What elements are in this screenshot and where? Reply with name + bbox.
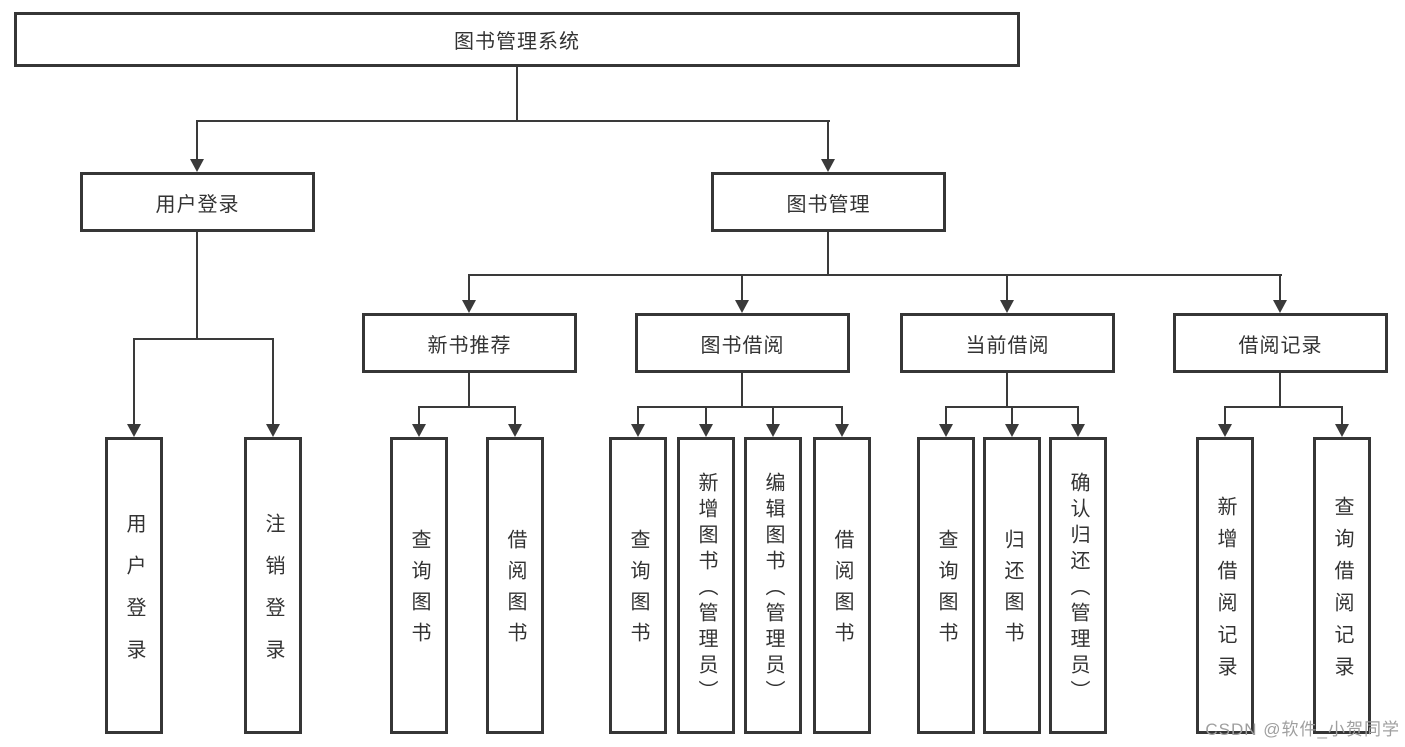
arrow-head-icon (1000, 300, 1014, 313)
leaf-return-book: 归还图书 (983, 437, 1041, 734)
connector-line (1006, 274, 1008, 302)
node-root-label: 图书管理系统 (454, 31, 580, 53)
arrow-head-icon (127, 424, 141, 437)
leaf-query-books-current: 查询图书 (917, 437, 975, 734)
leaf-borrow-books-recommend: 借阅图书 (486, 437, 544, 734)
connector-line (133, 338, 274, 340)
connector-line (196, 120, 198, 160)
connector-line (272, 338, 274, 426)
connector-line (841, 406, 843, 425)
node-current-borrowing: 当前借阅 (900, 313, 1115, 373)
arrow-head-icon (1218, 424, 1232, 437)
csdn-watermark: CSDN @软件_小贺同学 (1205, 720, 1400, 739)
connector-line (1011, 406, 1013, 425)
connector-line (741, 274, 743, 302)
connector-line (196, 232, 198, 338)
node-book-borrowing: 图书借阅 (635, 313, 850, 373)
connector-line (637, 406, 843, 408)
connector-line (1077, 406, 1079, 425)
connector-line (133, 338, 135, 426)
arrow-head-icon (1005, 424, 1019, 437)
leaf-label: 借阅图书 (504, 529, 526, 653)
arrow-head-icon (508, 424, 522, 437)
connector-line (741, 373, 743, 406)
node-label: 当前借阅 (965, 334, 1050, 357)
leaf-label: 查询借阅记录 (1331, 495, 1353, 688)
arrow-head-icon (835, 424, 849, 437)
node-label: 用户登录 (155, 193, 240, 216)
node-borrowing-records: 借阅记录 (1173, 313, 1388, 373)
arrow-head-icon (266, 424, 280, 437)
leaf-edit-book-admin: 编辑图书（管理员） (744, 437, 802, 734)
leaf-label: 注销登录 (262, 512, 284, 681)
connector-line (468, 274, 1282, 276)
connector-line (516, 67, 518, 120)
arrow-head-icon (939, 424, 953, 437)
node-label: 图书管理 (786, 193, 871, 216)
connector-line (1341, 406, 1343, 425)
leaf-query-books-borrow: 查询图书 (609, 437, 667, 734)
connector-line (196, 120, 830, 122)
node-label: 借阅记录 (1238, 334, 1323, 357)
leaf-confirm-return-admin: 确认归还（管理员） (1049, 437, 1107, 734)
leaf-borrow-books-borrow: 借阅图书 (813, 437, 871, 734)
leaf-label: 查询图书 (935, 529, 957, 653)
arrow-head-icon (190, 159, 204, 172)
connector-line (637, 406, 639, 425)
connector-line (827, 120, 829, 160)
connector-line (1279, 274, 1281, 302)
leaf-label: 归还图书 (1001, 529, 1023, 653)
node-user-login-branch: 用户登录 (80, 172, 315, 232)
connector-line (827, 232, 829, 276)
arrow-head-icon (1335, 424, 1349, 437)
node-new-book-recommendation: 新书推荐 (362, 313, 577, 373)
leaf-query-borrow-record: 查询借阅记录 (1313, 437, 1371, 734)
connector-line (1224, 406, 1226, 425)
node-book-management-branch: 图书管理 (711, 172, 946, 232)
connector-line (418, 406, 516, 408)
connector-line (1279, 373, 1281, 406)
connector-line (945, 406, 947, 425)
connector-line (1006, 373, 1008, 406)
connector-line (1224, 406, 1343, 408)
connector-line (514, 406, 516, 425)
leaf-label: 用户登录 (123, 512, 145, 681)
node-label: 图书借阅 (700, 334, 785, 357)
arrow-head-icon (1071, 424, 1085, 437)
leaf-label: 新增图书（管理员） (695, 471, 717, 706)
arrow-head-icon (1273, 300, 1287, 313)
leaf-label: 查询图书 (627, 529, 649, 653)
arrow-head-icon (462, 300, 476, 313)
arrow-head-icon (735, 300, 749, 313)
leaf-label: 编辑图书（管理员） (762, 471, 784, 706)
arrow-head-icon (821, 159, 835, 172)
connector-line (772, 406, 774, 425)
node-label: 新书推荐 (427, 334, 512, 357)
leaf-label: 确认归还（管理员） (1067, 471, 1089, 706)
leaf-label: 借阅图书 (831, 529, 853, 653)
leaf-logout: 注销登录 (244, 437, 302, 734)
leaf-add-book-admin: 新增图书（管理员） (677, 437, 735, 734)
arrow-head-icon (699, 424, 713, 437)
connector-line (468, 373, 470, 406)
leaf-add-borrow-record: 新增借阅记录 (1196, 437, 1254, 734)
connector-line (418, 406, 420, 425)
arrow-head-icon (766, 424, 780, 437)
leaf-label: 新增借阅记录 (1214, 495, 1236, 688)
connector-line (468, 274, 470, 302)
leaf-label: 查询图书 (408, 529, 430, 653)
leaf-query-books-recommend: 查询图书 (390, 437, 448, 734)
arrow-head-icon (631, 424, 645, 437)
arrow-head-icon (412, 424, 426, 437)
leaf-user-login: 用户登录 (105, 437, 163, 734)
connector-line (705, 406, 707, 425)
node-library-management-system: 图书管理系统 (14, 12, 1020, 67)
